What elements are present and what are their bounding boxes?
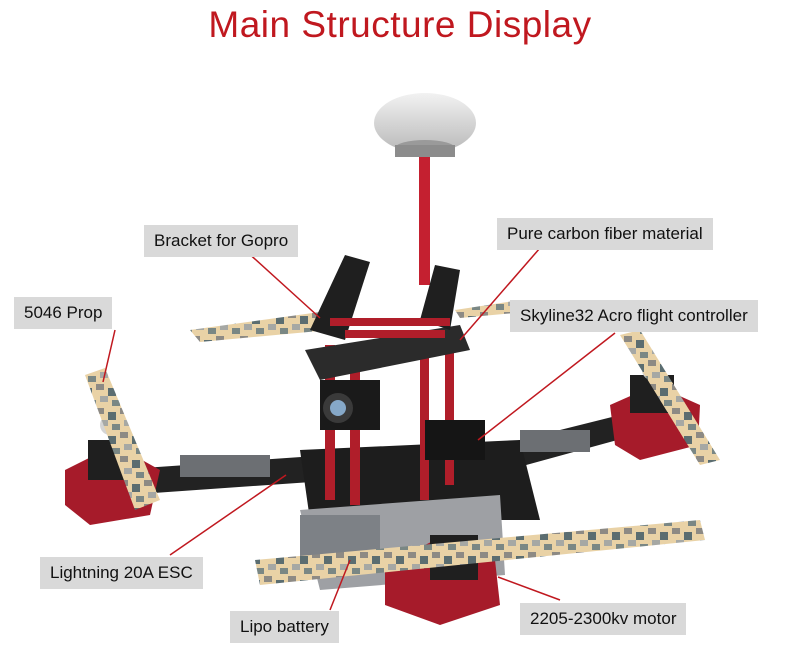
prop-front [255,520,705,585]
label-prop: 5046 Prop [14,297,113,329]
label-bracket: Bracket for Gopro [144,225,299,257]
esc-boards [180,430,590,477]
gopro-bracket [310,255,460,340]
label-esc: Lightning 20A ESC [40,557,203,589]
label-battery: Lipo battery [230,611,339,643]
leader-flight-controller [477,332,616,441]
leader-lines [102,247,616,611]
label-flight-controller: Skyline32 Acro flight controller [510,300,758,332]
leader-motor [497,576,561,601]
vtx-antenna [374,93,476,285]
label-carbon-fiber: Pure carbon fiber material [497,218,713,250]
prop-rear-right [455,300,525,318]
prop-front-left [85,368,160,510]
leader-carbon [459,247,541,341]
page-title: Main Structure Display [208,4,592,45]
prop-right [620,330,720,465]
leader-battery [329,559,351,611]
leader-esc [169,474,287,556]
label-motor: 2205-2300kv motor [520,603,687,635]
flight-controller [425,420,485,460]
fpv-camera [320,380,380,430]
leader-bracket [244,249,321,319]
prop-rear-left [190,312,330,342]
leader-prop [102,329,116,383]
